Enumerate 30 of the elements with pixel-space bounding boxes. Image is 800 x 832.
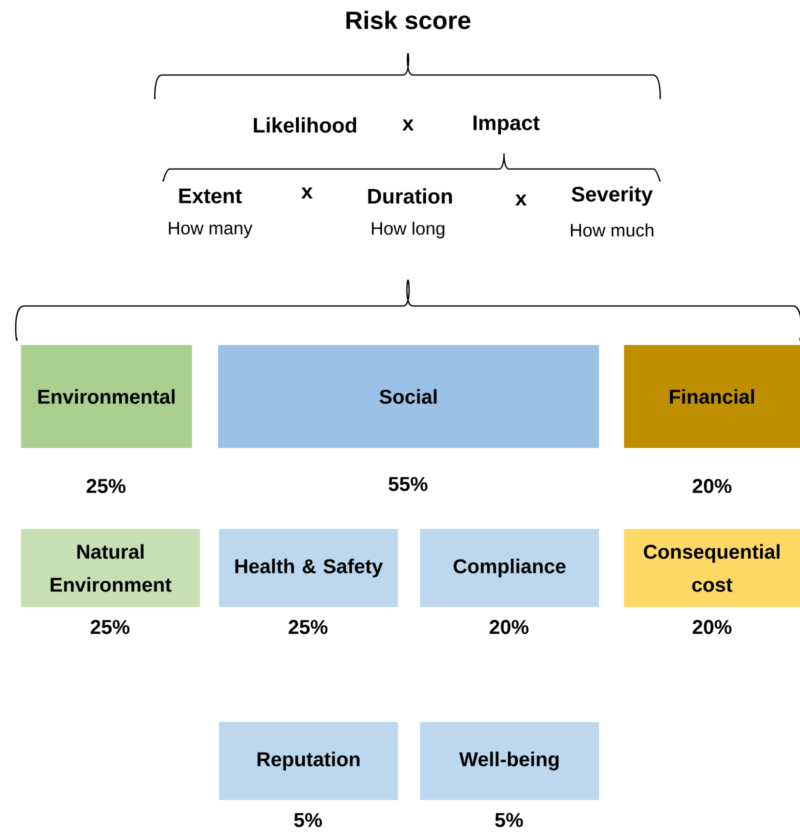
multiply-sign: x: [301, 187, 313, 199]
percentage-label: 5%: [495, 812, 523, 828]
percentage-label: 25%: [86, 478, 126, 494]
factor-label: Duration: [368, 188, 452, 204]
percentage-label: 55%: [388, 476, 428, 492]
category-box: Compliance: [420, 529, 599, 607]
category-box: Financial: [624, 345, 800, 448]
percentage-label: 20%: [692, 620, 732, 634]
percentage-label: 25%: [288, 620, 328, 634]
percentage-label: 20%: [692, 478, 732, 494]
title: Risk score: [346, 10, 470, 30]
factor-label: Likelihood: [254, 117, 356, 133]
category-box: Well-being: [420, 722, 599, 800]
percentage-label: 25%: [90, 620, 130, 634]
category-box: Consequential cost: [624, 529, 800, 607]
percentage-label: 20%: [490, 620, 528, 634]
category-box: Health & Safety: [219, 529, 398, 607]
factor-label: Impact: [474, 116, 540, 134]
factor-description: How many: [168, 222, 252, 238]
multiply-sign: x: [515, 194, 527, 206]
factor-label: Severity: [572, 186, 653, 206]
percentage-label: 5%: [294, 812, 322, 828]
category-box: Social: [218, 345, 599, 448]
factor-label: Extent: [179, 188, 242, 204]
category-box: Natural Environment: [21, 529, 200, 607]
multiply-sign: x: [402, 119, 414, 131]
factor-description: How long: [372, 222, 444, 238]
category-box: Reputation: [219, 722, 398, 800]
factor-description: How much: [570, 223, 654, 237]
category-box: Environmental: [21, 345, 192, 448]
